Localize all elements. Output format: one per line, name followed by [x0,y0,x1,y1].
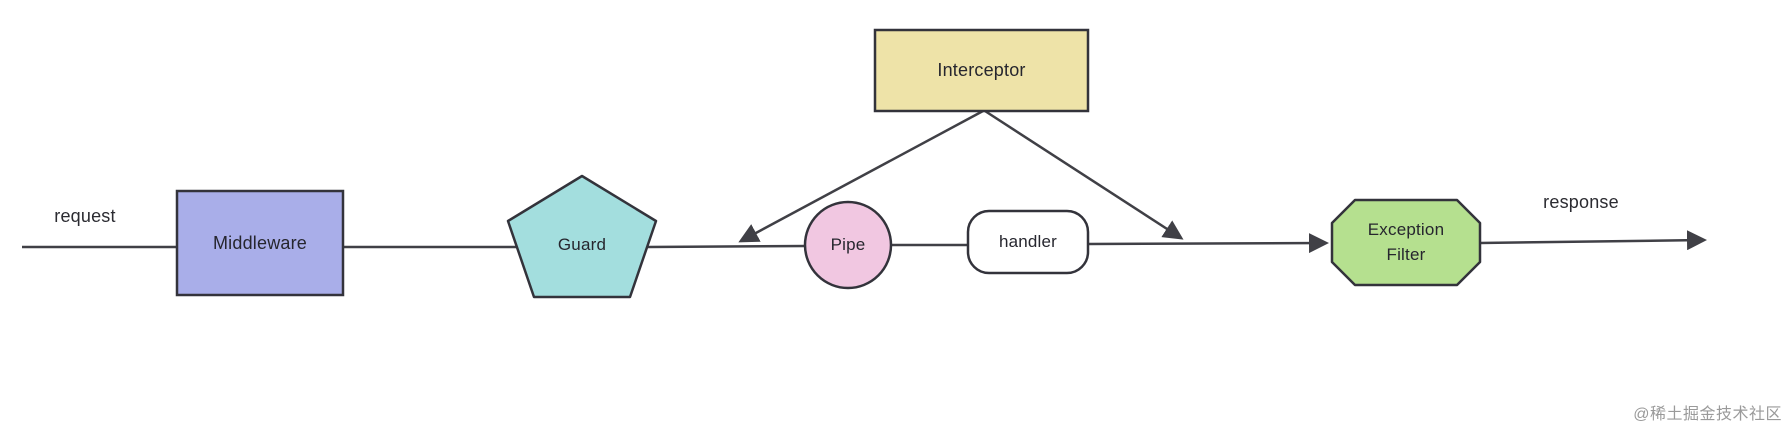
interceptor-arrow-left [738,109,984,243]
middleware-box [175,189,345,297]
interceptor-box [873,28,1090,113]
handler-capsule [966,209,1090,275]
pipe-circle [803,200,893,290]
flow-line-response-arrow [1479,230,1707,251]
guard-pentagon [506,174,658,299]
flow-line-handler-to-exception-filter [1087,233,1329,254]
interceptor-arrow-right [984,109,1184,240]
exception-filter-octagon [1330,198,1482,287]
flow-line-guard-to-pipe [647,244,807,249]
watermark-text: @稀土掘金技术社区 [1633,406,1782,423]
